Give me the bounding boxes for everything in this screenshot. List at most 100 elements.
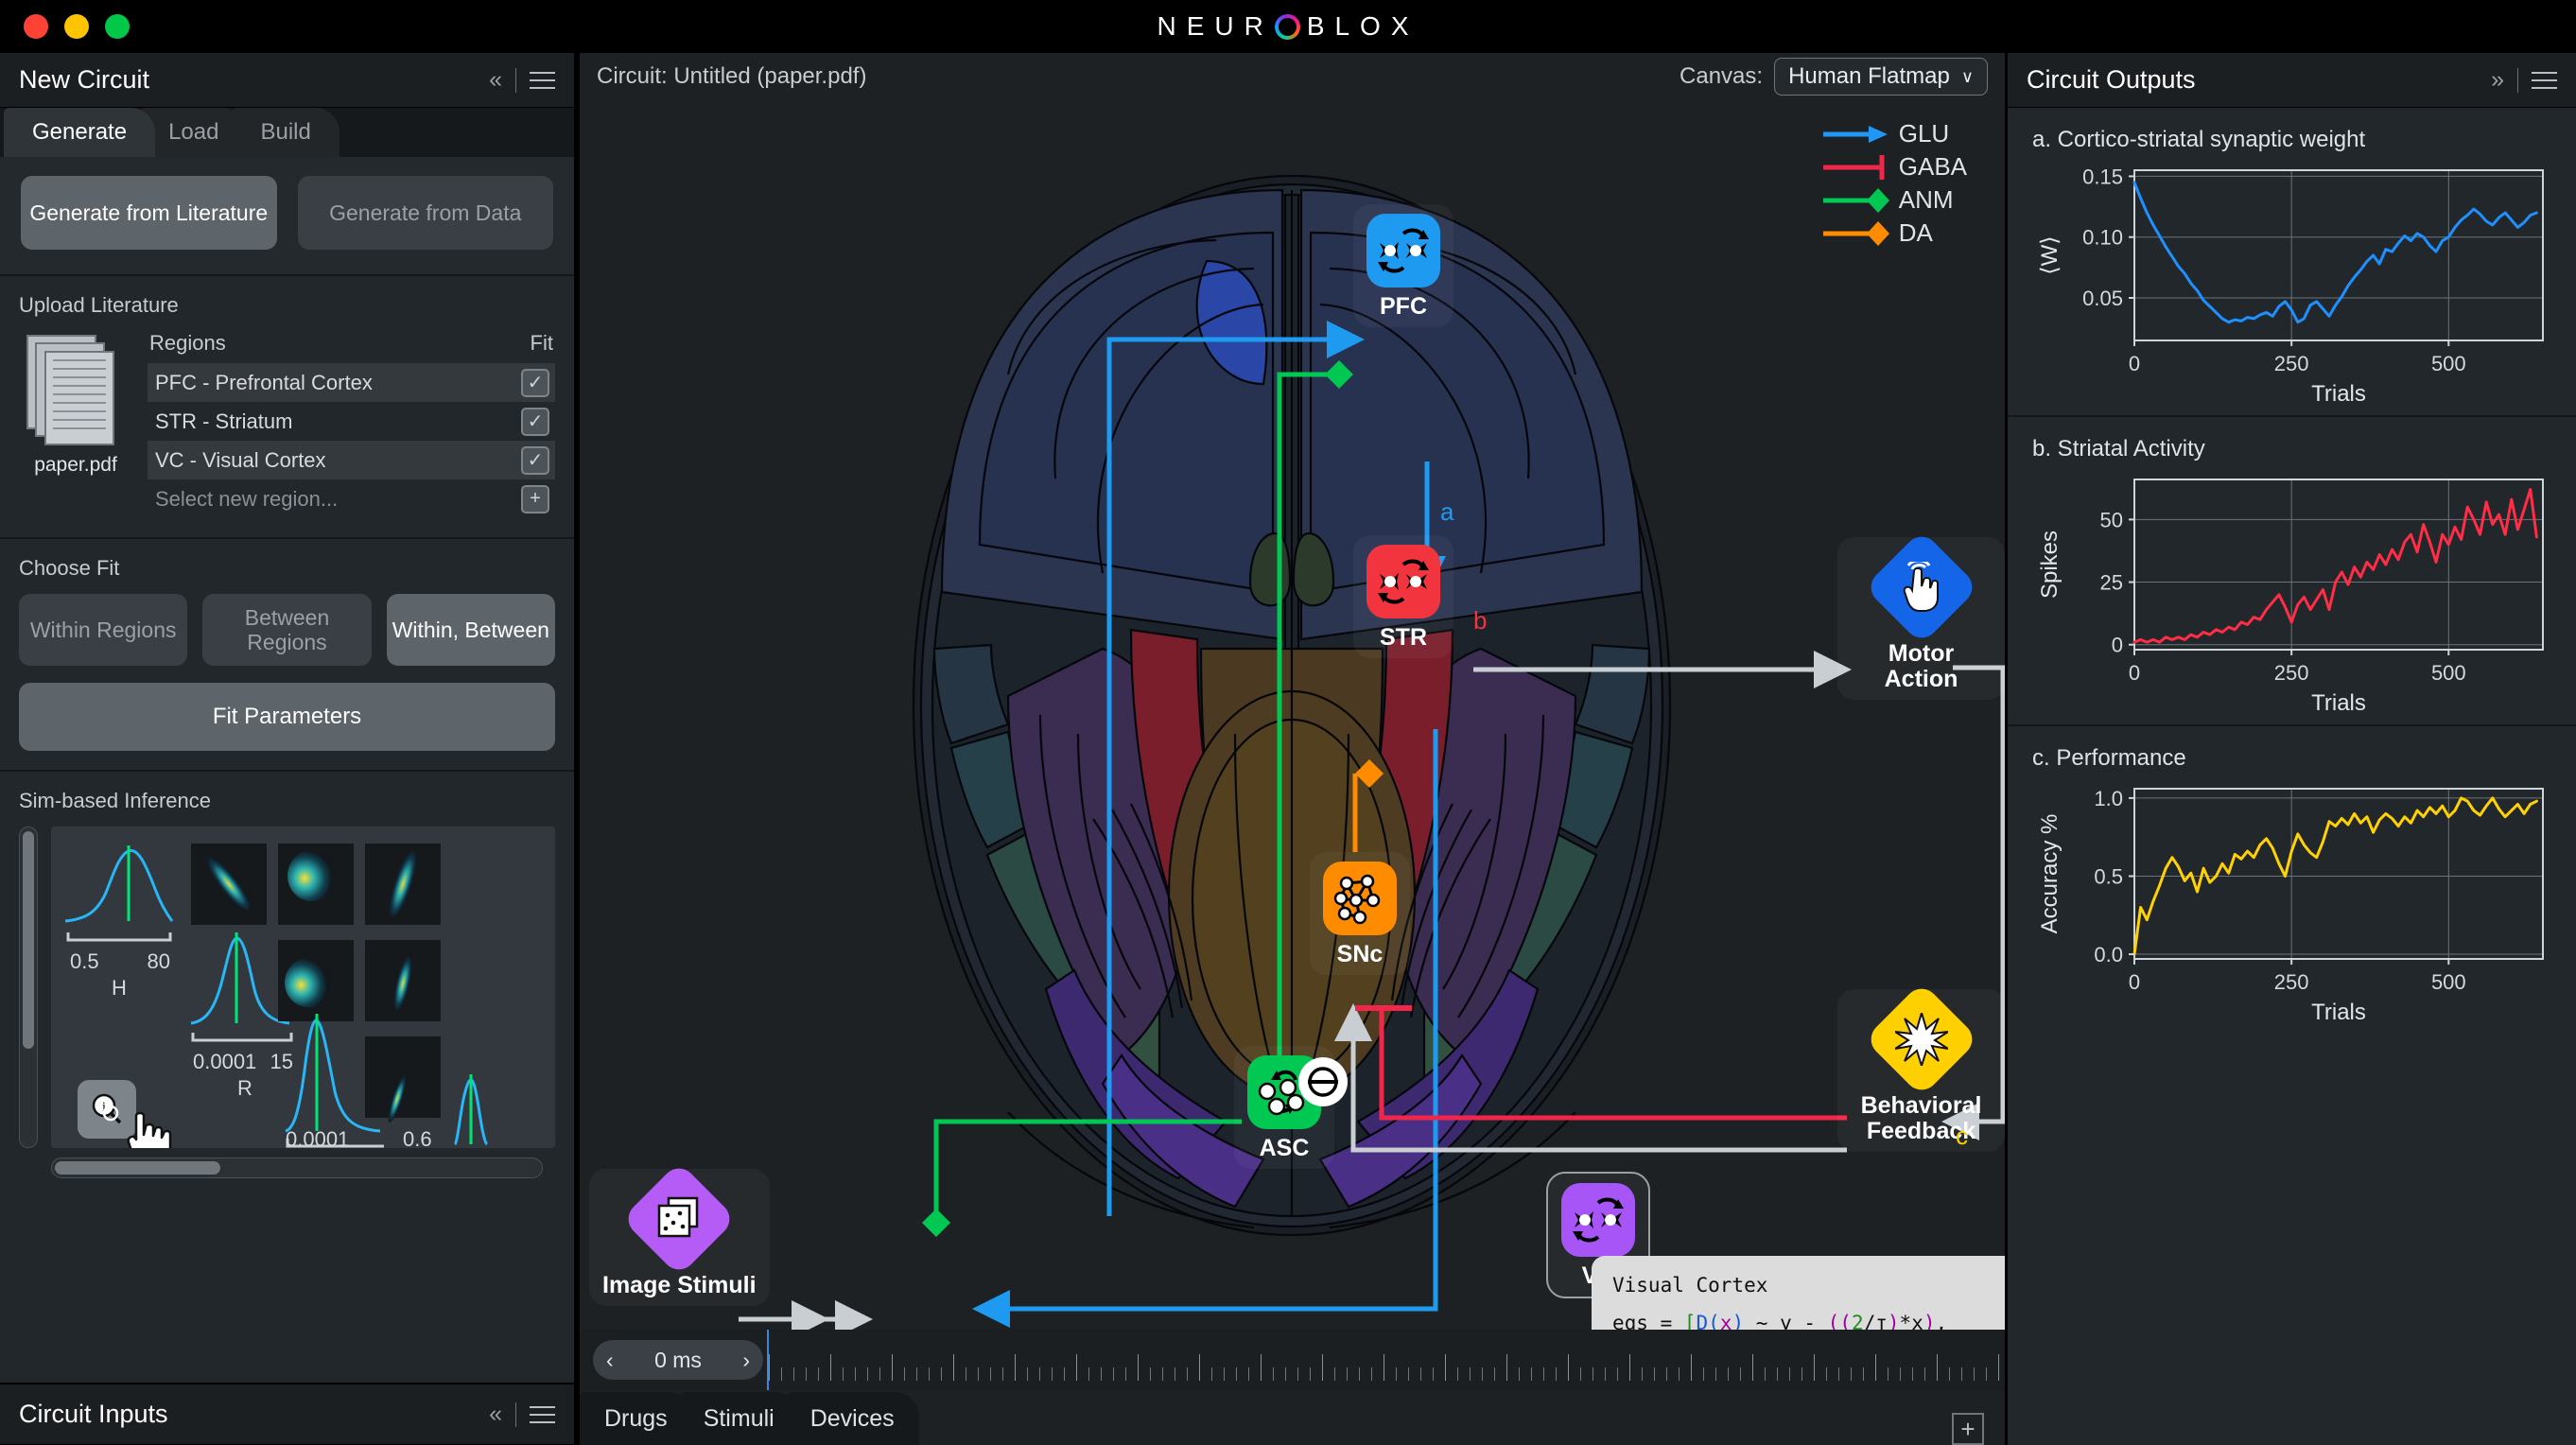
tab-build[interactable]: Build (232, 108, 339, 157)
edge-type-legend: GLU GABA ANM (1822, 117, 1967, 250)
node-pfc[interactable]: PFC (1353, 204, 1453, 327)
svg-text:250: 250 (2274, 352, 2309, 375)
tab-drugs[interactable]: Drugs (580, 1392, 692, 1445)
hamburger-icon[interactable] (2532, 66, 2557, 95)
col-header-regions: Regions (149, 331, 226, 355)
fit-checkbox[interactable]: ✓ (521, 368, 549, 397)
time-value: 0 ms (654, 1347, 702, 1372)
svg-text:⟨W⟩: ⟨W⟩ (2037, 235, 2063, 274)
svg-text:0: 0 (2129, 970, 2140, 994)
region-name: PFC - Prefrontal Cortex (155, 370, 373, 394)
svg-text:Trials: Trials (2311, 690, 2366, 715)
H-min-tick: 0.5 (70, 949, 99, 973)
fit-within-regions-button[interactable]: Within Regions (19, 594, 188, 666)
time-next-button[interactable]: › (742, 1347, 750, 1372)
svg-text:0.05: 0.05 (2082, 287, 2123, 310)
canvas-select[interactable]: Human Flatmap ∨ (1774, 58, 1988, 96)
document-stack-icon (26, 335, 125, 446)
node-str[interactable]: STR (1353, 535, 1453, 658)
maximize-window-button[interactable] (105, 14, 130, 39)
collapse-left-icon[interactable]: « (489, 66, 502, 93)
svg-text:500: 500 (2431, 661, 2466, 685)
collapse-inputs-icon[interactable]: « (489, 1401, 502, 1427)
sim-based-inference-label: Sim-based Inference (19, 789, 211, 812)
tab-load[interactable]: Load (140, 108, 248, 157)
tab-devices[interactable]: Devices (785, 1392, 919, 1445)
window-controls[interactable] (24, 14, 130, 39)
expand-right-icon[interactable]: » (2491, 66, 2504, 93)
corner-plot-vertical-scrollbar[interactable] (19, 827, 38, 1148)
circuit-canvas[interactable]: GLU GABA ANM (580, 100, 2358, 1445)
close-window-button[interactable] (24, 14, 48, 39)
time-prev-button[interactable]: ‹ (606, 1347, 614, 1372)
node-label: Image Stimuli (602, 1272, 757, 1298)
col-header-fit: Fit (530, 331, 553, 355)
brand-text-before: NEUR (1157, 11, 1274, 41)
tab-generate[interactable]: Generate (4, 108, 156, 157)
left-panel-header: New Circuit « (0, 53, 574, 108)
corner-plot[interactable]: 0.5 80 H (51, 827, 555, 1148)
node-motor-action[interactable]: Motor Action (1837, 530, 2005, 700)
left-panel: New Circuit « Generate Load Build Genera… (0, 53, 577, 1445)
marginal-lambda (285, 1014, 384, 1148)
inspect-posterior-button[interactable]: i (78, 1080, 136, 1139)
chart-title-c: c. Performance (2032, 745, 2186, 771)
canvas-label: Canvas: (1680, 63, 1764, 89)
time-stepper[interactable]: ‹ 0 ms › (593, 1340, 763, 1380)
node-image-stimuli[interactable]: Image Stimuli (589, 1161, 770, 1306)
uploaded-file[interactable]: paper.pdf (19, 331, 132, 518)
node-label: ASC (1259, 1135, 1310, 1161)
node-snc[interactable]: SNc (1310, 852, 1410, 975)
generate-from-data-button[interactable]: Generate from Data (297, 176, 553, 250)
timeline-bar: ‹ 0 ms › (580, 1330, 2005, 1390)
center-panel: Circuit: Untitled (paper.pdf) Canvas: Hu… (580, 53, 2358, 1445)
generate-source-buttons: Generate from Literature Generate from D… (0, 157, 574, 276)
upload-literature-label: Upload Literature (19, 293, 179, 317)
table-row[interactable]: STR - Striatum ✓ (148, 402, 555, 441)
add-tab-button[interactable]: + (1952, 1413, 1984, 1445)
generate-from-literature-button[interactable]: Generate from Literature (21, 176, 277, 250)
edge-label-b: b (1473, 606, 1488, 635)
svg-text:500: 500 (2431, 352, 2466, 375)
timeline-ruler[interactable] (767, 1330, 2005, 1390)
choose-fit-section: Choose Fit Within Regions Between Region… (0, 539, 574, 772)
fit-checkbox[interactable]: ✓ (521, 407, 549, 436)
tab-stimuli[interactable]: Stimuli (678, 1392, 799, 1445)
R-min-tick: 0.0001 (193, 1050, 256, 1073)
legend-label-anm: ANM (1898, 185, 1954, 214)
hamburger-icon[interactable] (530, 66, 555, 95)
edge-label-c: c (1956, 1122, 1968, 1150)
fit-between-regions-button[interactable]: Between Regions (202, 594, 372, 666)
fit-parameters-button[interactable]: Fit Parameters (19, 683, 555, 751)
tooltip-title: Visual Cortex (1612, 1274, 1768, 1297)
images-icon (621, 1161, 738, 1277)
table-row[interactable]: VC - Visual Cortex ✓ (148, 441, 555, 479)
add-region-icon[interactable]: + (521, 484, 549, 514)
corner-plot-horizontal-scrollbar[interactable] (51, 1158, 543, 1178)
node-behavioral-feedback[interactable]: Behavioral Feedback (1837, 982, 2005, 1152)
edge-label-a: a (1440, 497, 1454, 526)
lambda-min-tick: 0.0001 (286, 1127, 350, 1148)
arrow-marker-icon (1822, 125, 1888, 143)
right-panel-header: Circuit Outputs » (2008, 53, 2576, 108)
fit-checkbox[interactable]: ✓ (521, 445, 549, 475)
fit-within-between-button[interactable]: Within, Between (386, 594, 555, 666)
hamburger-icon[interactable] (530, 1401, 555, 1429)
svg-text:0: 0 (2129, 352, 2140, 375)
legend-item-gaba: GABA (1822, 150, 1967, 183)
minimize-window-button[interactable] (64, 14, 89, 39)
neuron-icon (1366, 545, 1440, 618)
table-row[interactable]: PFC - Prefrontal Cortex ✓ (148, 363, 555, 402)
tap-hand-icon (1863, 530, 1979, 645)
node-label: PFC (1380, 293, 1427, 320)
inhibition-badge-icon[interactable] (1298, 1057, 1348, 1106)
legend-label-gaba: GABA (1898, 152, 1967, 181)
brand-text-after: BLOX (1306, 11, 1419, 41)
add-region-row[interactable]: Select new region... + (148, 479, 555, 518)
